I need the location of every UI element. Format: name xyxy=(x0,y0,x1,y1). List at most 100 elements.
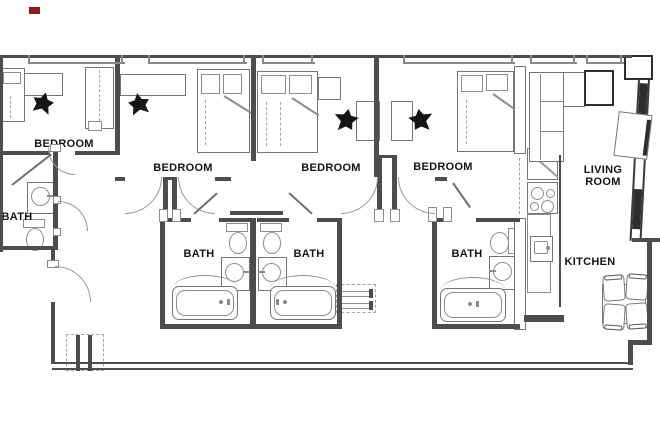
room-label-bath1: BATH xyxy=(1,211,33,223)
window-mullion xyxy=(573,55,575,64)
door-jamb xyxy=(53,196,61,204)
door-swing-icon xyxy=(178,177,215,214)
wall-segment xyxy=(115,57,120,155)
wall-segment xyxy=(75,151,118,155)
wall-segment xyxy=(160,324,342,329)
shaft-bar xyxy=(76,335,80,371)
room-label-living: LIVING ROOM xyxy=(583,164,623,188)
wall-segment xyxy=(392,155,397,218)
dining-chair-icon xyxy=(625,273,649,301)
toilet-bowl xyxy=(490,232,509,254)
shower-curtain-icon xyxy=(270,275,336,289)
wall-bedroom4-living xyxy=(514,66,526,154)
wall-segment xyxy=(163,177,177,180)
angled-window-wall xyxy=(629,79,650,242)
shelf-end xyxy=(369,301,373,310)
dining-chair-icon xyxy=(625,302,649,330)
faucet xyxy=(47,195,54,197)
toilet-bowl xyxy=(229,232,247,254)
wall-segment xyxy=(215,177,231,181)
window-mullion xyxy=(148,55,150,64)
bed-fold-line xyxy=(10,96,11,118)
faucet xyxy=(489,270,496,272)
wall-segment xyxy=(377,155,382,218)
door-swing-icon xyxy=(341,177,378,214)
wall-segment xyxy=(0,246,56,250)
shelf-bar xyxy=(338,291,371,297)
wall-segment xyxy=(163,177,168,218)
sofa-cushion-line xyxy=(541,101,563,102)
tv-console-icon xyxy=(613,111,653,160)
window-icon xyxy=(403,62,515,64)
room-label-bath4: BATH xyxy=(451,248,483,260)
wall-segment xyxy=(524,315,564,322)
wall-segment xyxy=(52,368,633,370)
window-mullion xyxy=(311,55,313,64)
wall-chase-kitchen xyxy=(514,218,526,330)
pillow-icon xyxy=(486,74,508,91)
sectional-sofa-icon xyxy=(563,72,585,107)
wall-segment xyxy=(647,242,652,342)
burner xyxy=(530,202,539,211)
pillow-icon xyxy=(461,75,483,92)
window-icon xyxy=(586,62,624,64)
room-label-bedroom1: BEDROOM xyxy=(34,138,94,150)
window-mullion xyxy=(403,55,405,64)
tub-drain xyxy=(283,300,287,304)
door-swing-icon xyxy=(125,177,162,214)
wall-segment xyxy=(476,218,520,222)
tub-spout xyxy=(476,301,479,307)
bed-dash xyxy=(466,100,467,144)
nightstand-icon xyxy=(318,77,341,100)
red-mark xyxy=(29,7,40,14)
wall-segment xyxy=(628,345,633,365)
sink-faucet-dot xyxy=(546,246,550,250)
corner-wall-block xyxy=(624,55,653,80)
toilet-bowl xyxy=(263,232,281,254)
door-swing-icon xyxy=(55,266,91,302)
wall-segment xyxy=(250,218,256,324)
room-label-bedroom4: BEDROOM xyxy=(413,161,473,173)
wall-segment xyxy=(628,340,652,345)
wall-segment xyxy=(0,151,50,155)
shaft xyxy=(66,334,104,371)
closet-door-line xyxy=(99,70,100,126)
sofa-back-line xyxy=(540,74,541,160)
bed-dash xyxy=(266,102,267,146)
wall-segment xyxy=(432,324,520,329)
armchair-icon xyxy=(584,70,614,106)
wall-segment xyxy=(559,155,561,307)
burner xyxy=(541,200,554,213)
shaft-bar xyxy=(88,335,92,371)
window-mullion xyxy=(586,55,588,64)
window-mullion xyxy=(243,55,245,64)
burner xyxy=(531,187,544,200)
pillow-icon xyxy=(3,72,21,84)
door-leaf xyxy=(11,153,53,186)
wall-segment xyxy=(251,57,256,161)
wall-segment xyxy=(51,250,55,268)
toilet-bowl xyxy=(26,228,44,251)
pillow-icon xyxy=(223,74,242,94)
wall-segment xyxy=(160,218,165,329)
wall-segment xyxy=(432,218,452,222)
bathtub-inner xyxy=(444,292,502,318)
window-mullion xyxy=(620,55,622,64)
wall-segment xyxy=(230,211,283,215)
room-label-kitchen: KITCHEN xyxy=(564,256,616,268)
toilet-icon xyxy=(226,223,248,232)
tub-drain xyxy=(219,300,223,304)
room-label-bath2: BATH xyxy=(183,248,215,260)
pillow-icon xyxy=(289,75,312,94)
room-label-bedroom2: BEDROOM xyxy=(153,162,213,174)
wall-segment xyxy=(435,177,447,181)
pillow-icon xyxy=(201,74,220,94)
toilet-icon xyxy=(260,223,282,232)
shelf-icon xyxy=(336,284,376,313)
window-icon xyxy=(148,62,247,64)
door-jamb xyxy=(53,228,61,236)
door-jamb xyxy=(159,209,168,222)
tub-spout xyxy=(227,299,230,305)
wall-segment xyxy=(0,55,632,58)
